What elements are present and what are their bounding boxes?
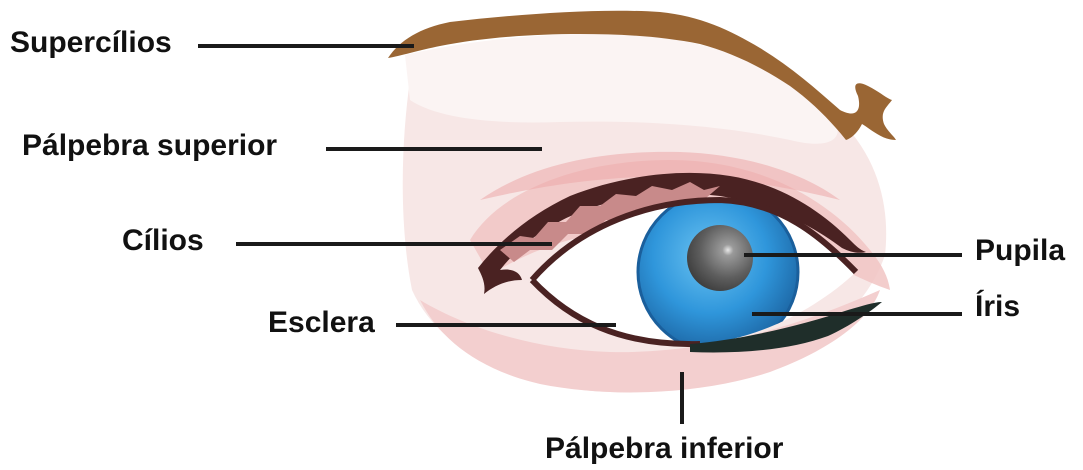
pupil-circle: [687, 225, 753, 291]
label-sclera: Esclera: [268, 306, 375, 339]
label-upper-eyelid: Pálpebra superior: [22, 129, 277, 162]
label-pupil: Pupila: [975, 234, 1065, 267]
label-eyelashes: Cílios: [122, 224, 204, 257]
label-eyebrows: Supercílios: [10, 26, 172, 59]
label-iris: Íris: [975, 289, 1020, 323]
label-lower-eyelid: Pálpebra inferior: [545, 432, 784, 465]
